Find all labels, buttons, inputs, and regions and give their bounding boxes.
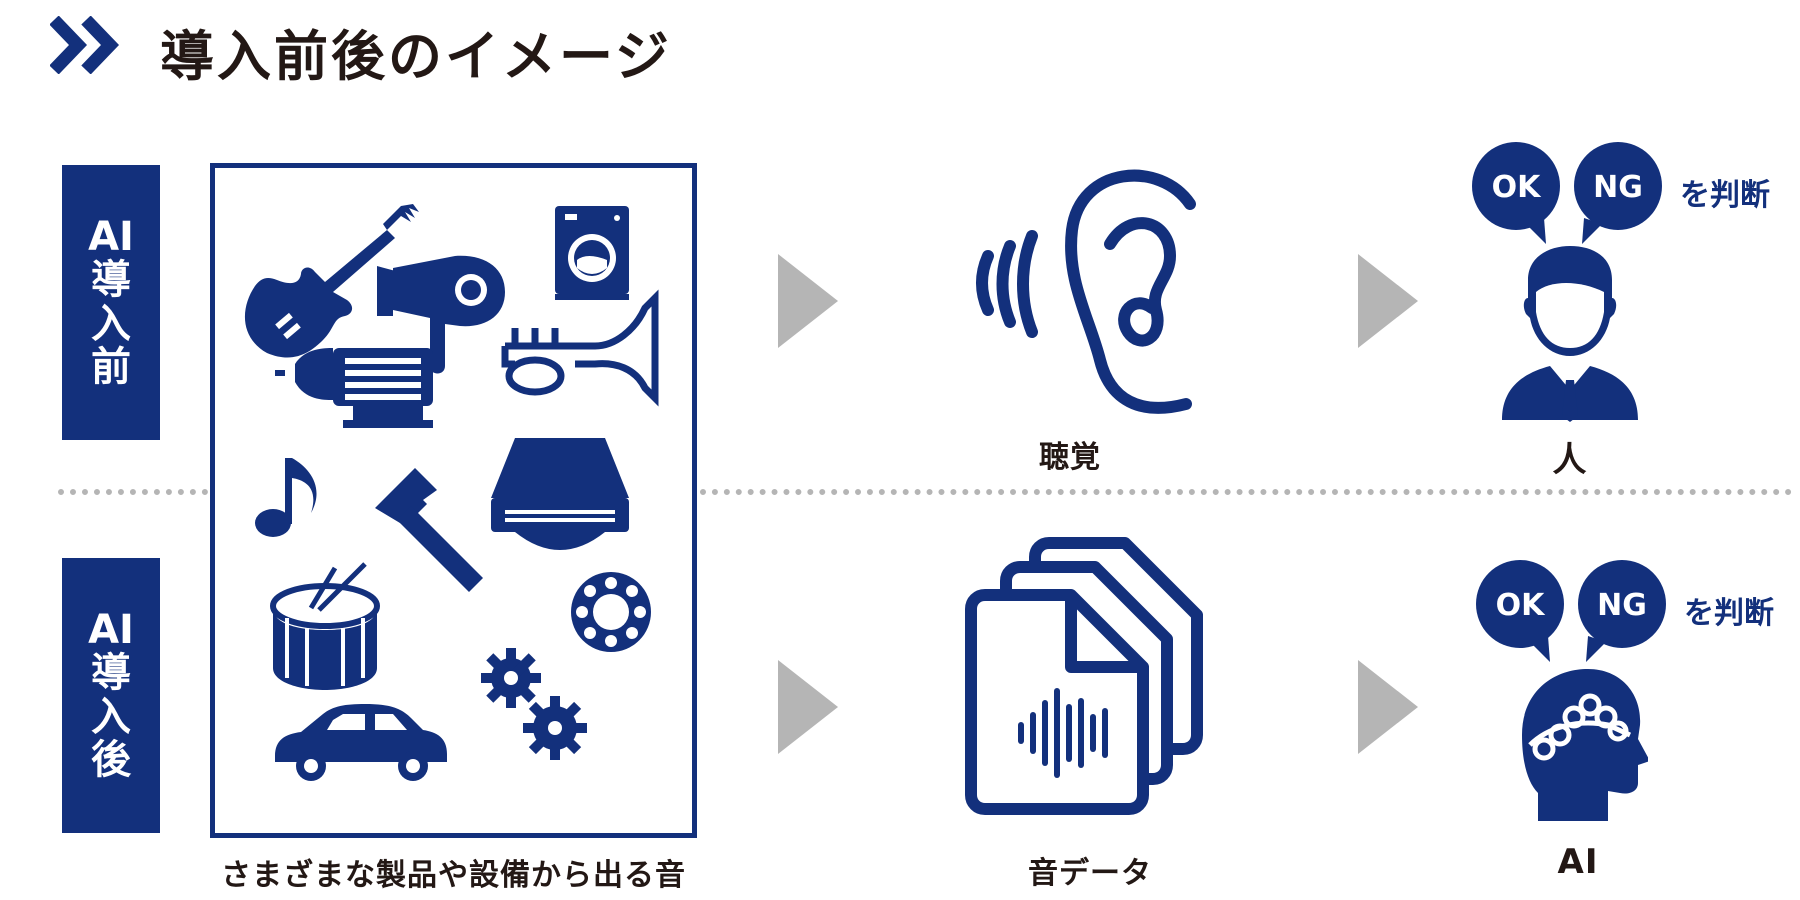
row-label-line: 入 [91,300,131,347]
drum-icon [270,562,380,690]
motor-icon [275,348,433,428]
bearing-icon [571,572,651,652]
row-label-line: 導 [91,257,131,304]
double-chevron-right-icon [50,16,120,74]
judge-text-after: を判断 [1684,596,1774,631]
audio-files-icon [965,537,1203,815]
optical-drive-icon [491,438,629,550]
ok-label: OK [1492,170,1543,205]
washing-machine-icon [555,206,629,300]
arrow-right-icon [1358,660,1418,754]
row-label-after: AI 導 入 後 [62,558,160,833]
ng-label: NG [1593,170,1643,205]
speech-bubbles: OK NG [1472,142,1662,244]
row-label-line: AI [88,214,134,261]
row-divider-right [700,489,1792,495]
row-label-line: 入 [91,693,131,740]
hammer-icon [375,468,483,592]
ok-bubble [1472,142,1560,244]
gears-icon [481,648,587,760]
judge-text-before: を判断 [1680,178,1770,213]
row-label-line: 導 [91,650,131,697]
arrow-right-icon [1358,254,1418,348]
person-label: 人 [1552,440,1588,480]
music-note-icon [255,458,317,537]
ng-bubble [1574,142,1662,244]
hearing-label: 聴覚 [1039,440,1101,475]
guitar-icon [244,204,419,358]
ok-bubble [1476,560,1564,662]
ai-label: AI [1557,842,1599,882]
row-label-line: 前 [91,343,131,390]
row-label-line: AI [88,607,134,654]
page-title: 導入前後のイメージ [160,25,672,88]
car-icon [275,704,447,781]
audio-data-label: 音データ [1028,856,1152,891]
row-divider-left [58,489,208,495]
row-label-line: 後 [91,736,131,783]
arrow-right-icon [778,254,838,348]
ear-icon [976,169,1196,414]
ng-label: NG [1597,588,1647,623]
ai-head-icon [1522,669,1648,821]
ng-bubble [1578,560,1666,662]
row-label-before: AI 導 入 前 [62,165,160,440]
products-caption: さまざまな製品や設備から出る音 [221,858,686,893]
speech-bubbles: OK NG [1476,560,1666,662]
ok-label: OK [1496,588,1547,623]
trumpet-icon [501,289,659,407]
hair-dryer-icon [377,255,505,374]
arrow-right-icon [778,660,838,754]
products-icons [244,204,659,781]
person-icon [1502,246,1638,422]
products-box [210,163,697,838]
